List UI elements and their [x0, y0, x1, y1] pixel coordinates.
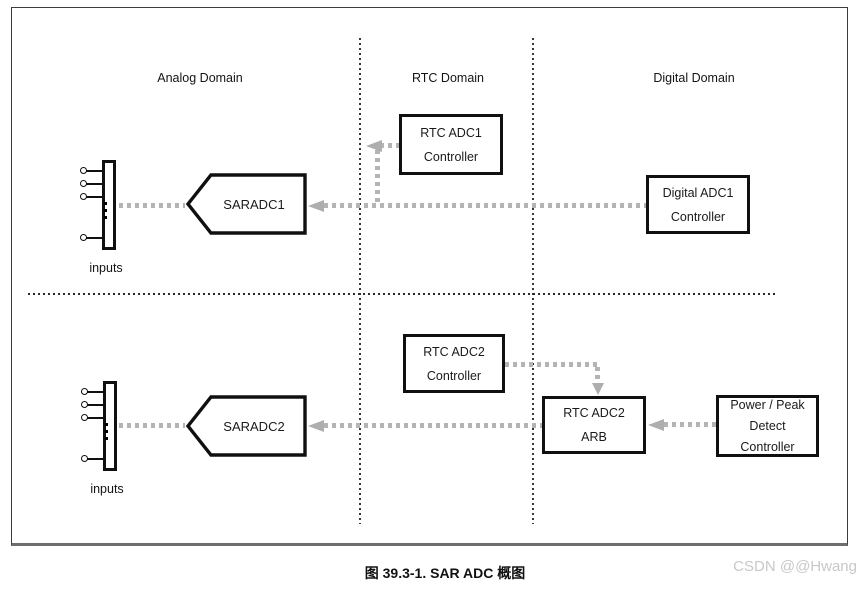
connector-inputs2-saradc2	[119, 423, 185, 428]
ellipsis-dot	[105, 423, 108, 426]
inputs-label-2: inputs	[90, 482, 124, 496]
inputs-mux-2	[103, 381, 117, 471]
rtc-adc1-controller-line2: Controller	[423, 149, 479, 164]
arrowhead-from-rtc-adc1	[366, 140, 382, 152]
connector-rtc-adc2-horizontal	[505, 362, 600, 367]
connector-rtc-adc1-vertical	[375, 150, 380, 205]
rtc-adc1-controller-box: RTC ADC1 Controller	[399, 114, 503, 175]
saradc2-polygon	[186, 395, 307, 457]
digital-adc1-controller-box: Digital ADC1 Controller	[646, 175, 750, 234]
inputs-mux-1	[102, 160, 116, 250]
connector-digital-adc1-bus	[324, 203, 646, 208]
input-pin-stub	[87, 417, 103, 419]
rtc-adc2-controller-line1: RTC ADC2	[423, 344, 485, 359]
domain-header-digital: Digital Domain	[653, 71, 735, 85]
connector-arb-saradc2	[324, 423, 542, 428]
inputs-label-1: inputs	[89, 261, 123, 275]
input-pin-stub	[86, 237, 102, 239]
ellipsis-dot	[105, 437, 108, 440]
ellipsis-dot	[105, 430, 108, 433]
rtc-adc2-controller-line2: Controller	[426, 368, 482, 383]
ellipsis-dot	[104, 216, 107, 219]
separator-rtc-digital	[532, 38, 534, 524]
saradc1-shape: SARADC1	[186, 171, 308, 237]
connector-rtc-adc2-vertical	[595, 367, 600, 383]
separator-horizontal-mid	[28, 293, 777, 295]
input-pin-stub	[87, 404, 103, 406]
input-pin-stub	[87, 391, 103, 393]
separator-analog-rtc	[359, 38, 361, 524]
saradc1-label: SARADC1	[223, 196, 285, 212]
digital-adc1-controller-line1: Digital ADC1	[662, 185, 734, 200]
arrowhead-into-arb-top	[592, 383, 604, 395]
ellipsis-dot	[104, 202, 107, 205]
power-peak-line2: Detect	[749, 418, 786, 433]
domain-header-rtc: RTC Domain	[411, 71, 485, 85]
rtc-adc2-arb-line1: RTC ADC2	[563, 406, 625, 420]
power-peak-detect-controller-box: Power / Peak Detect Controller	[716, 395, 819, 457]
connector-power-arb	[664, 422, 716, 427]
saradc2-label: SARADC2	[223, 418, 285, 434]
rtc-adc1-controller-line1: RTC ADC1	[420, 125, 482, 140]
input-pin-stub	[86, 183, 102, 185]
power-peak-line1: Power / Peak	[730, 397, 805, 412]
arrowhead-into-saradc2	[308, 420, 324, 432]
rtc-adc2-arb-box: RTC ADC2 ARB	[542, 396, 646, 454]
saradc2-shape: SARADC2	[186, 393, 308, 459]
input-pin-stub	[86, 170, 102, 172]
power-peak-line3: Controller	[740, 439, 795, 454]
arrowhead-into-saradc1	[308, 200, 324, 212]
ellipsis-dot	[104, 209, 107, 212]
input-pin-stub	[87, 458, 103, 460]
rtc-adc2-arb-line2: ARB	[581, 430, 607, 444]
rtc-adc2-controller-box: RTC ADC2 Controller	[403, 334, 505, 393]
input-pin-stub	[86, 196, 102, 198]
arrowhead-into-arb-right	[648, 419, 664, 431]
connector-rtc-adc1-horizontal	[380, 143, 399, 148]
diagram-border	[11, 7, 848, 546]
connector-inputs1-saradc1	[119, 203, 185, 208]
csdn-watermark: CSDN @@Hwang	[733, 558, 857, 575]
digital-adc1-controller-line2: Controller	[670, 209, 726, 224]
saradc1-polygon	[186, 173, 307, 235]
domain-header-analog: Analog Domain	[157, 71, 243, 85]
figure-caption: 图 39.3-1. SAR ADC 概图	[364, 565, 526, 581]
